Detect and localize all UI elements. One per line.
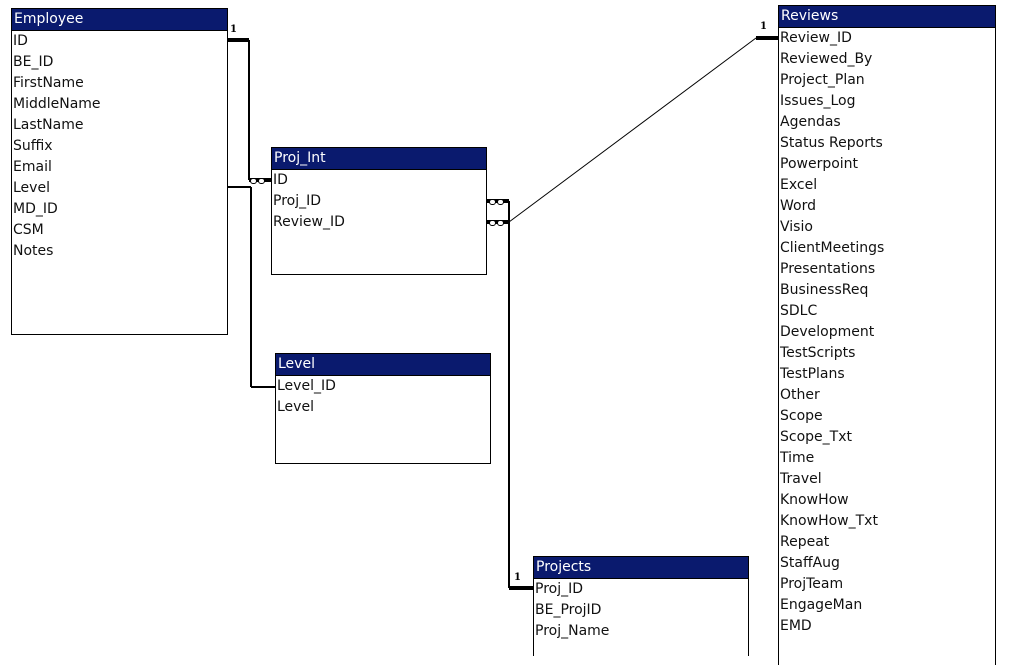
table-field[interactable]: SDLC [780,303,818,319]
table-title[interactable]: Projects [534,557,748,579]
cardinality-many-icon [250,169,268,184]
table-field[interactable]: Other [780,387,820,403]
table-field[interactable]: TestPlans [780,366,845,382]
table-field[interactable]: LastName [13,117,84,133]
table-title[interactable]: Reviews [779,6,995,28]
table-field[interactable]: Suffix [13,138,53,154]
table-field[interactable]: Level [277,399,314,415]
table-field[interactable]: Reviewed_By [780,51,873,67]
table-field[interactable]: BE_ID [13,54,54,70]
field-list: Level_ID Level [276,376,490,418]
table-field[interactable]: Project_Plan [780,72,865,88]
cardinality-many-icon [489,190,507,205]
cardinality-one-reviews: 1 [760,21,767,32]
table-field[interactable]: ID [273,172,288,188]
table-field[interactable]: Proj_ID [535,581,584,597]
table-field[interactable]: Review_ID [780,30,852,46]
table-field[interactable]: ProjTeam [780,576,844,592]
cardinality-many-icon [489,211,507,226]
table-field[interactable]: EngageMan [780,597,863,613]
table-field[interactable]: Time [780,450,815,466]
table-projects[interactable]: Projects Proj_ID BE_ProjID Proj_Name [533,556,749,656]
table-field[interactable]: ClientMeetings [780,240,885,256]
table-field[interactable]: Notes [13,243,54,259]
table-title[interactable]: Proj_Int [272,148,486,170]
table-field[interactable]: BusinessReq [780,282,869,298]
table-field[interactable]: Level_ID [277,378,336,394]
table-field[interactable]: Issues_Log [780,93,856,109]
table-field[interactable]: TestScripts [780,345,856,361]
table-field[interactable]: Proj_ID [273,193,322,209]
table-field[interactable]: KnowHow_Txt [780,513,878,529]
table-field[interactable]: Word [780,198,816,214]
table-field[interactable]: Presentations [780,261,876,277]
rel-employee-level[interactable] [228,186,276,388]
table-proj-int[interactable]: Proj_Int ID Proj_ID Review_ID [271,147,487,275]
table-field[interactable]: EMD [780,618,812,634]
table-level[interactable]: Level Level_ID Level [275,353,491,464]
field-list: Proj_ID BE_ProjID Proj_Name [534,579,748,642]
table-field[interactable]: Agendas [780,114,841,130]
table-field[interactable]: BE_ProjID [535,602,602,618]
table-field[interactable]: Email [13,159,52,175]
table-field[interactable]: Repeat [780,534,830,550]
table-field[interactable]: MiddleName [13,96,101,112]
table-field[interactable]: StaffAug [780,555,840,571]
table-field[interactable]: ID [13,33,28,49]
table-field[interactable]: Powerpoint [780,156,859,172]
table-field[interactable]: Visio [780,219,813,235]
table-field[interactable]: CSM [13,222,44,238]
rel-employee-projint[interactable] [228,38,271,182]
table-field[interactable]: Proj_Name [535,623,610,639]
table-field[interactable]: KnowHow [780,492,849,508]
table-field[interactable]: Review_ID [273,214,345,230]
table-field[interactable]: FirstName [13,75,84,91]
table-field[interactable]: Development [780,324,875,340]
rel-projint-projects[interactable] [487,199,533,590]
table-field[interactable]: Level [13,180,50,196]
table-field[interactable]: Scope [780,408,823,424]
table-field[interactable]: Scope_Txt [780,429,852,445]
table-field[interactable]: Travel [780,471,822,487]
cardinality-one-projects: 1 [514,572,521,583]
table-field[interactable]: Status Reports [780,135,883,151]
table-field[interactable]: MD_ID [13,201,58,217]
table-title[interactable]: Employee [12,9,227,31]
rel-projint-reviews[interactable] [487,36,779,224]
table-title[interactable]: Level [276,354,490,376]
field-list: ID Proj_ID Review_ID [272,170,486,233]
table-field[interactable]: Excel [780,177,818,193]
cardinality-one-employee: 1 [230,24,237,35]
